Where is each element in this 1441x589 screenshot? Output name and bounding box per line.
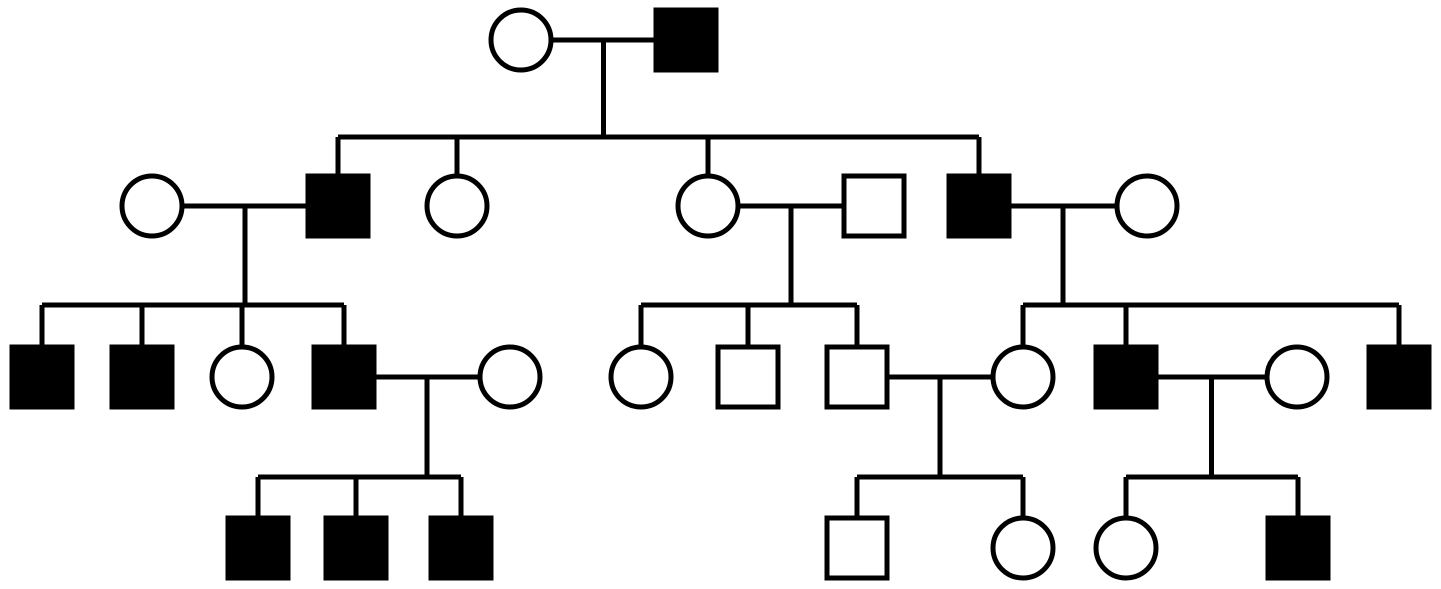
unaffected-male-symbol — [715, 344, 781, 410]
affected-male-symbol — [946, 173, 1012, 239]
unaffected-female-symbol — [608, 344, 674, 410]
affected-male-symbol — [1093, 344, 1159, 410]
affected-male-symbol — [1265, 515, 1331, 581]
unaffected-female-symbol — [477, 344, 543, 410]
individuals — [9, 7, 1432, 581]
affected-male-symbol — [9, 344, 75, 410]
unaffected-female-symbol — [424, 173, 490, 239]
unaffected-female-symbol — [119, 173, 185, 239]
unaffected-female-symbol — [990, 515, 1056, 581]
affected-male-symbol — [225, 515, 291, 581]
unaffected-female-symbol — [1093, 515, 1159, 581]
unaffected-female-symbol — [990, 344, 1056, 410]
unaffected-female-symbol — [209, 344, 275, 410]
unaffected-male-symbol — [841, 173, 907, 239]
affected-male-symbol — [323, 515, 389, 581]
unaffected-female-symbol — [488, 7, 554, 73]
unaffected-female-symbol — [675, 173, 741, 239]
connector-lines — [39, 37, 1402, 518]
affected-male-symbol — [1366, 344, 1432, 410]
affected-male-symbol — [305, 173, 371, 239]
affected-male-symbol — [653, 7, 719, 73]
affected-male-symbol — [109, 344, 175, 410]
unaffected-male-symbol — [824, 344, 890, 410]
unaffected-female-symbol — [1114, 173, 1180, 239]
unaffected-male-symbol — [824, 515, 890, 581]
affected-male-symbol — [311, 344, 377, 410]
unaffected-female-symbol — [1264, 344, 1330, 410]
affected-male-symbol — [428, 515, 494, 581]
